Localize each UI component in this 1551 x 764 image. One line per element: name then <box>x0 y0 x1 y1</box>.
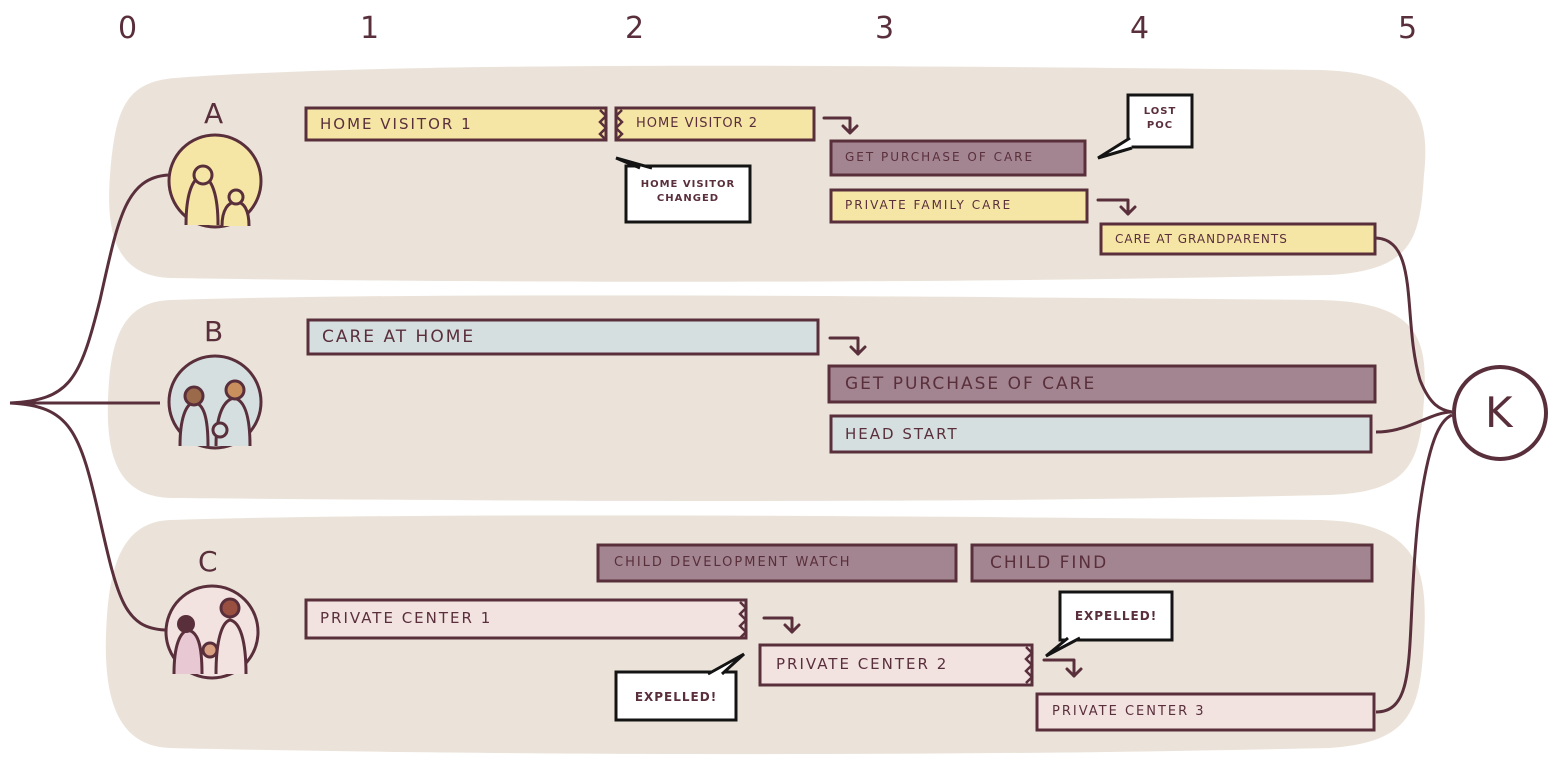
row-b-label: B <box>204 315 224 348</box>
bar-c-private-center-3 <box>1035 692 1376 732</box>
bar-c-child-dev-watch <box>596 543 958 583</box>
bar-c-private-center-1-label: PRIVATE CENTER 1 <box>320 609 493 627</box>
row-a-label: A <box>204 97 224 130</box>
bar-a-private-family <box>829 188 1089 224</box>
axis-tick-2: 2 <box>625 11 645 46</box>
bar-home-visitor-1 <box>304 106 608 142</box>
branch-lines <box>9 173 169 632</box>
bar-a-get-purchase-label: GET PURCHASE OF CARE <box>845 150 1035 164</box>
bar-b-get-purchase-label: GET PURCHASE OF CARE <box>845 374 1097 394</box>
axis-tick-1: 1 <box>360 11 380 46</box>
transition-arrows <box>762 116 1137 678</box>
bar-c-child-find <box>970 543 1374 583</box>
bubble-home-visitor-changed: HOME VISITOR CHANGED <box>640 179 736 204</box>
end-node-circle <box>1452 365 1548 461</box>
bubble-expelled-2-shape <box>614 652 746 722</box>
avatar-c <box>164 584 260 680</box>
bar-c-private-center-3-label: PRIVATE CENTER 3 <box>1052 704 1206 719</box>
bar-a-private-family-label: PRIVATE FAMILY CARE <box>845 198 1013 212</box>
bubble-lost-poc: LOST POC <box>1143 106 1177 131</box>
axis-tick-3: 3 <box>875 11 895 46</box>
bar-b-head-start <box>829 414 1373 454</box>
avatar-a <box>167 133 263 229</box>
bar-c-private-center-2 <box>758 643 1034 687</box>
bubble-expelled-2: EXPELLED! <box>634 690 718 704</box>
bar-home-visitor-1-label: HOME VISITOR 1 <box>320 115 473 133</box>
row-c-label: C <box>198 545 218 578</box>
bar-c-private-center-1 <box>304 598 748 640</box>
end-node-label: K <box>1485 388 1513 437</box>
axis-tick-0: 0 <box>118 11 138 46</box>
bar-c-child-find-label: CHILD FIND <box>990 553 1109 573</box>
bar-b-get-purchase <box>827 364 1377 404</box>
bar-b-head-start-label: HEAD START <box>845 425 959 443</box>
bar-b-care-at-home-label: CARE AT HOME <box>322 327 476 347</box>
axis-tick-5: 5 <box>1398 11 1418 46</box>
bar-home-visitor-2-label: HOME VISITOR 2 <box>636 116 758 131</box>
torn-edges <box>598 109 1034 684</box>
bar-c-child-dev-watch-label: CHILD DEVELOPMENT WATCH <box>614 555 852 570</box>
bubble-expelled-1-shape <box>1045 590 1174 658</box>
bar-c-private-center-2-label: PRIVATE CENTER 2 <box>776 655 949 673</box>
avatar-b <box>167 354 263 450</box>
axis-tick-4: 4 <box>1130 11 1150 46</box>
bar-a-grandparents <box>1099 222 1377 256</box>
bar-home-visitor-2 <box>614 106 816 142</box>
bubble-home-visitor-changed-shape <box>615 156 752 224</box>
bar-b-care-at-home <box>306 318 820 356</box>
bar-a-get-purchase <box>829 139 1087 177</box>
bubble-expelled-1: EXPELLED! <box>1074 609 1158 623</box>
bar-a-grandparents-label: CARE AT GRANDPARENTS <box>1115 232 1288 246</box>
converge-lines <box>1375 236 1453 714</box>
bubble-lost-poc-shape <box>1097 93 1194 160</box>
